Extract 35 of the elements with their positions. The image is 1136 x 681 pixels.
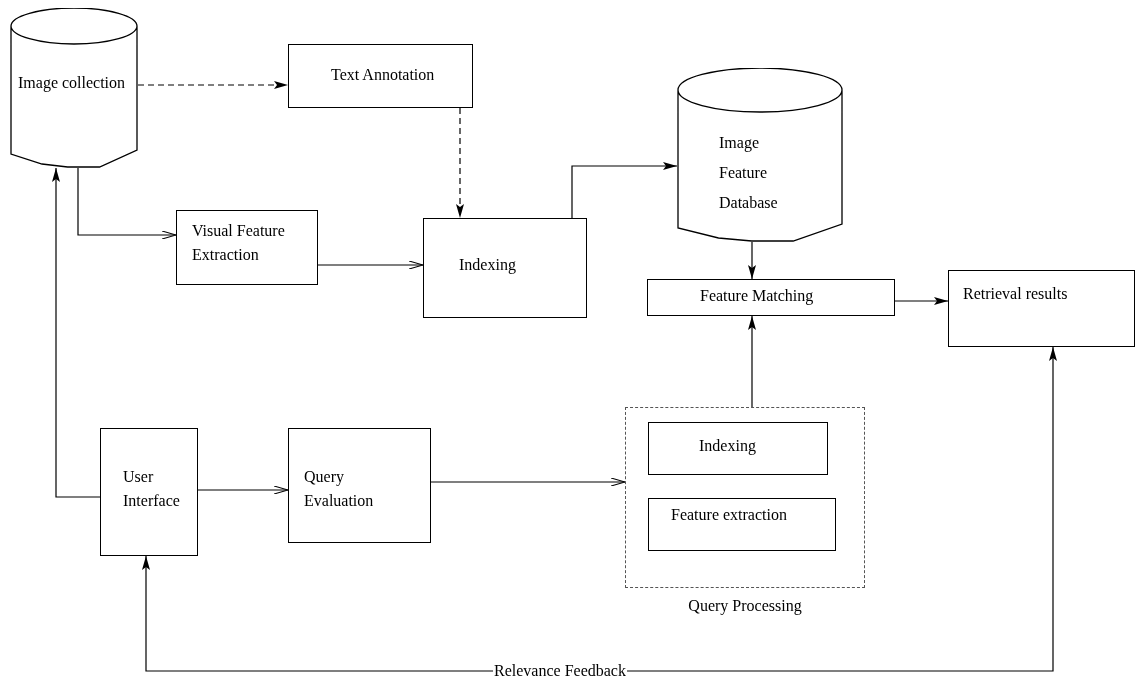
arrow: [197, 485, 289, 495]
node-label: Text Annotation: [331, 66, 435, 84]
group-caption: Query Processing: [688, 597, 802, 615]
process-box: [288, 428, 431, 543]
node-label: Image collection: [18, 74, 126, 92]
arrow: [142, 346, 1057, 672]
process-box: [288, 44, 473, 108]
node-label: Image Feature Database: [719, 133, 779, 213]
process-box: [423, 218, 587, 318]
arrow: [456, 107, 464, 219]
node-label: Indexing: [459, 256, 516, 274]
arrow: [77, 167, 177, 240]
arrow: [137, 81, 289, 89]
node-label: Retrieval results: [963, 285, 1068, 303]
node-label: Indexing: [699, 437, 756, 455]
process-box: [948, 270, 1135, 347]
process-box: [100, 428, 198, 556]
node-label: Feature extraction: [671, 506, 787, 524]
process-box: [648, 422, 828, 475]
arrow: [571, 162, 678, 219]
arrow: [317, 260, 424, 270]
database-cylinder: [10, 8, 138, 168]
process-box: [176, 210, 318, 285]
process-box: [647, 279, 895, 316]
node-label: Feature Matching: [700, 287, 814, 305]
arrow: [894, 297, 949, 305]
arrow: [52, 167, 101, 498]
process-box: [648, 498, 836, 551]
node-label: User Interface: [123, 467, 181, 511]
arrow: [748, 241, 756, 280]
node-label: Visual Feature Extraction: [192, 221, 286, 265]
node-label: Query Evaluation: [304, 467, 375, 511]
database-cylinder: [677, 68, 843, 242]
arrow: [748, 315, 756, 408]
arrow: [430, 477, 626, 487]
